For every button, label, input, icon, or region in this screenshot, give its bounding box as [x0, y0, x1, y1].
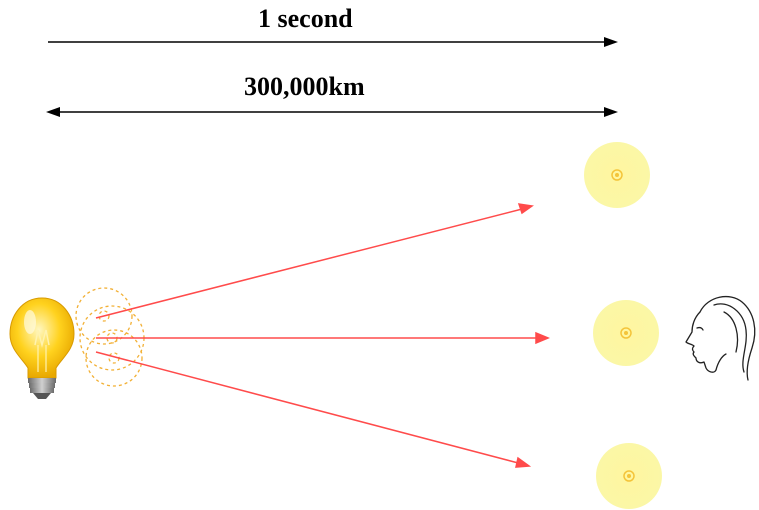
time-arrow: [48, 37, 618, 47]
ray-upper: [95, 203, 534, 319]
light-spot-bottom: [596, 443, 662, 509]
light-spot-middle: [593, 300, 659, 366]
ray-lower: [95, 351, 532, 468]
ray-middle: [96, 331, 550, 345]
time-label: 1 second: [258, 4, 353, 33]
light-rays: [95, 203, 550, 468]
face-profile-icon: [685, 295, 756, 381]
light-spot-top: [584, 142, 650, 208]
distance-label: 300,000km: [244, 72, 365, 101]
distance-arrow: [46, 107, 618, 117]
light-wave-rings: [75, 287, 145, 387]
light-bulb-icon: [9, 297, 75, 399]
